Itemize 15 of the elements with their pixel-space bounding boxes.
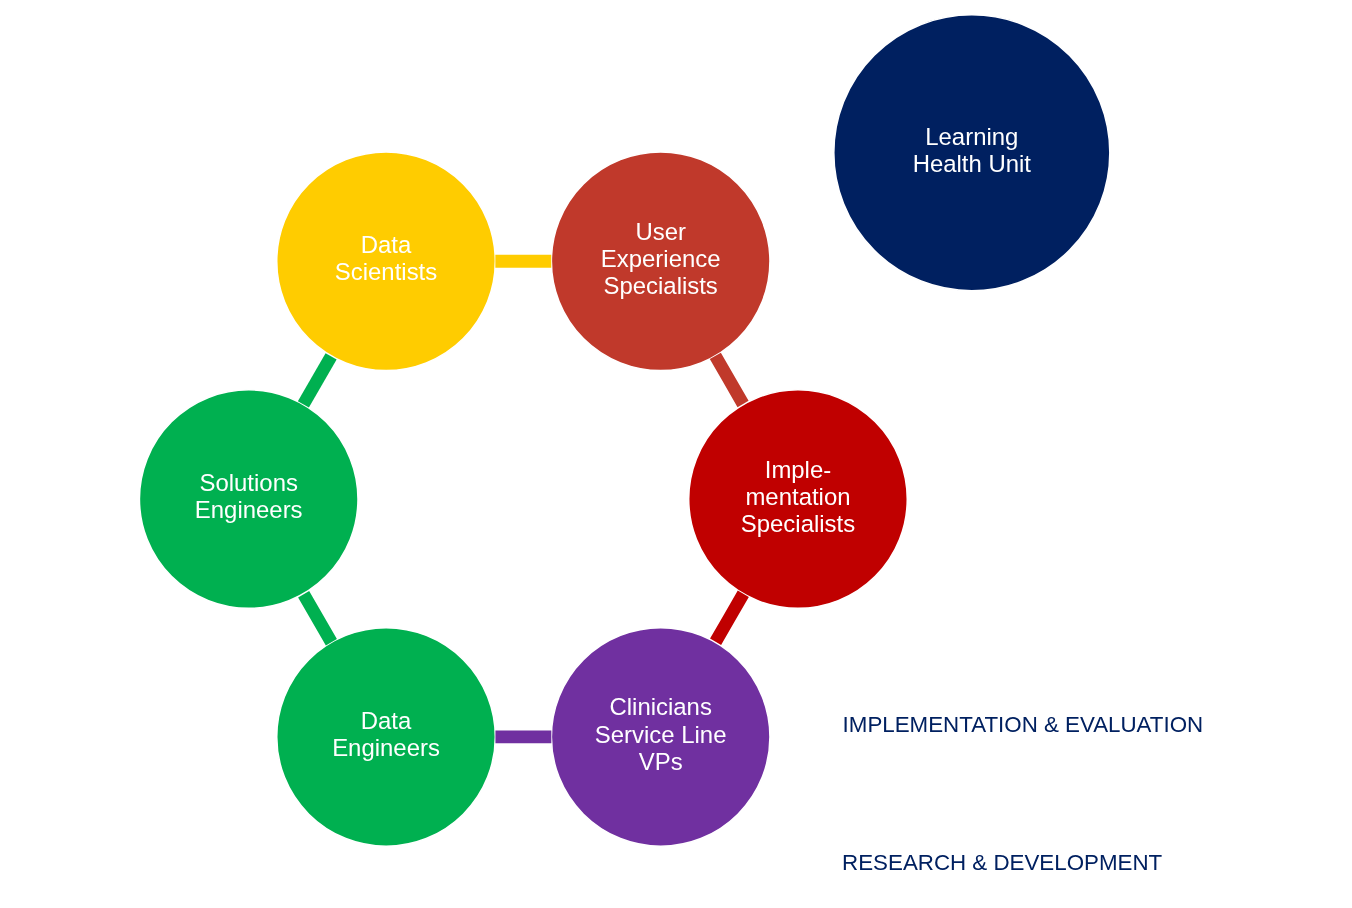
- label: RESEARCH & DEVELOPMENT: [841, 850, 1162, 876]
- connector: [297, 591, 337, 646]
- connector: [709, 352, 749, 408]
- connector: [494, 254, 551, 268]
- node-circle: Data Engineers: [275, 626, 496, 848]
- node-circle: Clinicians Service Line VPs: [550, 626, 771, 848]
- label: IMPLEMENTATION & EVALUATION: [842, 711, 1203, 737]
- node-circle: Data Scientists: [275, 151, 496, 372]
- connector: [494, 730, 551, 744]
- node-circle: User Experience Specialists: [550, 151, 771, 372]
- node-circle: Imple- mentation Specialists: [687, 388, 908, 610]
- node-circle: Solutions Engineers: [138, 388, 359, 610]
- connector: [297, 353, 337, 408]
- connector: [709, 590, 749, 645]
- node-circle: Learning Health Unit: [832, 13, 1111, 292]
